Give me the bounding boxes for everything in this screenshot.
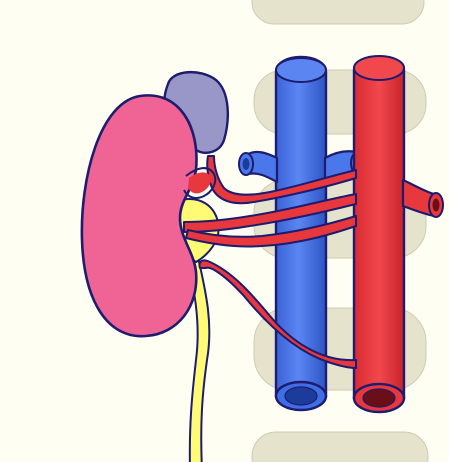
aorta-body — [354, 57, 404, 399]
vertebra-1 — [252, 0, 424, 24]
vena-cava-top — [276, 58, 326, 82]
vein-branch-left-lumen — [243, 158, 250, 170]
aorta-lumen — [363, 389, 395, 407]
aorta-top — [354, 56, 404, 80]
vena-cava-lumen — [285, 387, 317, 405]
artery-branch-right-lumen — [433, 199, 440, 212]
vertebra-5 — [252, 432, 428, 462]
